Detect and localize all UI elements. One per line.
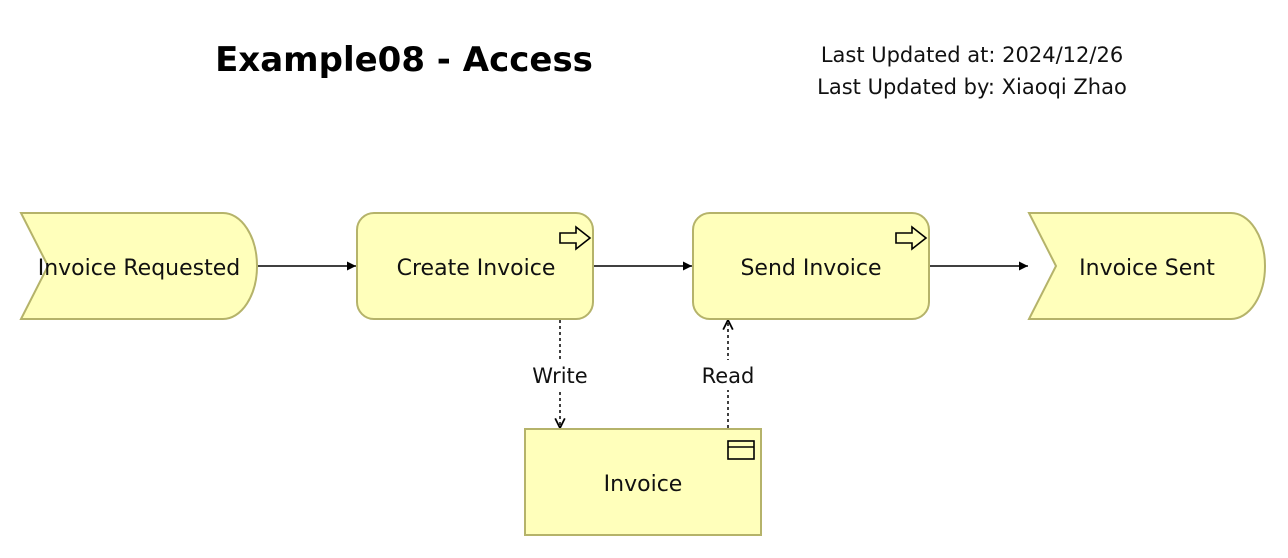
process-arrow-icon (559, 225, 592, 251)
business-object-icon (727, 440, 755, 460)
event-invoice-requested-label: Invoice Requested (38, 256, 241, 281)
business-object-invoice[interactable]: Invoice (524, 428, 762, 536)
event-invoice-sent[interactable]: Invoice Sent (1027, 212, 1266, 320)
process-create-invoice[interactable]: Create Invoice (356, 212, 594, 320)
diagram-title: Example08 - Access (215, 40, 593, 80)
read-label-bg (698, 360, 758, 390)
process-send-invoice[interactable]: Send Invoice (692, 212, 930, 320)
last-updated-by: Last Updated by: Xiaoqi Zhao (817, 75, 1127, 99)
event-invoice-sent-label: Invoice Sent (1079, 256, 1215, 281)
write-label-bg (526, 360, 594, 390)
access-write-label: Write (532, 364, 587, 388)
event-invoice-requested[interactable]: Invoice Requested (19, 212, 258, 320)
process-send-invoice-label: Send Invoice (740, 256, 881, 281)
last-updated-at: Last Updated at: 2024/12/26 (821, 43, 1123, 67)
process-arrow-icon (895, 225, 928, 251)
process-create-invoice-label: Create Invoice (397, 256, 556, 281)
access-read-label: Read (702, 364, 755, 388)
business-object-invoice-label: Invoice (604, 472, 683, 497)
